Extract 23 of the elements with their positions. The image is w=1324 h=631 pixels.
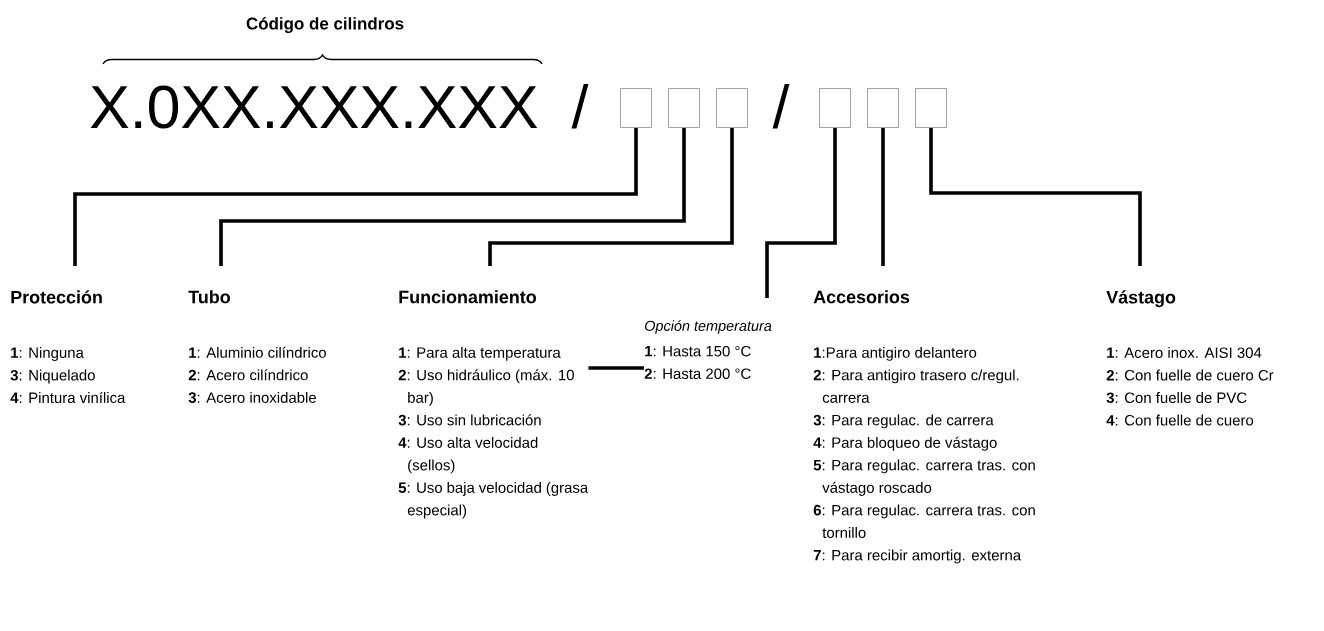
option-list: Funcionamiento 1: Para alta temperatura 2: Uso hidráulico (máx. 10 bar) 3: Uso sin lubricación 4: Uso alta velocidad (sellos) 5: Uso baja velocidad (grasa especial): [398, 290, 589, 519]
option-box: [668, 88, 700, 128]
option-box: [867, 88, 899, 128]
option-list: Vástago 1: Acero inox. AISI 304 2: Con fuelle de cuero Cr 3: Con fuelle de PVC 4: Con fuelle de cuero: [1106, 290, 1274, 426]
slash-separator: /: [772, 83, 790, 129]
code-heading: Código de cilindros: [246, 17, 404, 33]
connector-line: [929, 127, 1142, 266]
connector-line: [219, 127, 686, 266]
connector-line: [488, 127, 734, 266]
connector-line: [881, 127, 885, 266]
option-list: Opción temperatura 1: Hasta 150 °C 2: Hasta 200 °C: [644, 320, 772, 379]
option-list: Protección 1: Ninguna 3: Niquelado 4: Pintura vinílica: [10, 290, 126, 404]
option-box: [716, 88, 748, 128]
option-list: Accesorios 1:Para antigiro delantero 2: Para antigiro trasero c/regul. carrera 3: Para regulac. de carrera 4: Para bloqueo de vástago 5: Para regulac. carrera tras. con vástago roscado 6: Para regulac. carrera tras. con tornillo 7: Para recibir amortig. externa: [813, 290, 1035, 564]
part-code: X.0XX.XXX.XXX: [90, 85, 538, 129]
option-box: [620, 88, 652, 128]
connector-line: [765, 127, 837, 298]
slash-separator: /: [571, 83, 589, 129]
connector-line: [73, 127, 638, 266]
option-list: Tubo 1: Aluminio cilíndrico 2: Acero cilíndrico 3: Acero inoxidable: [188, 290, 326, 403]
connector-line: [588, 366, 644, 370]
option-box: [915, 88, 947, 128]
option-box: [819, 88, 851, 128]
